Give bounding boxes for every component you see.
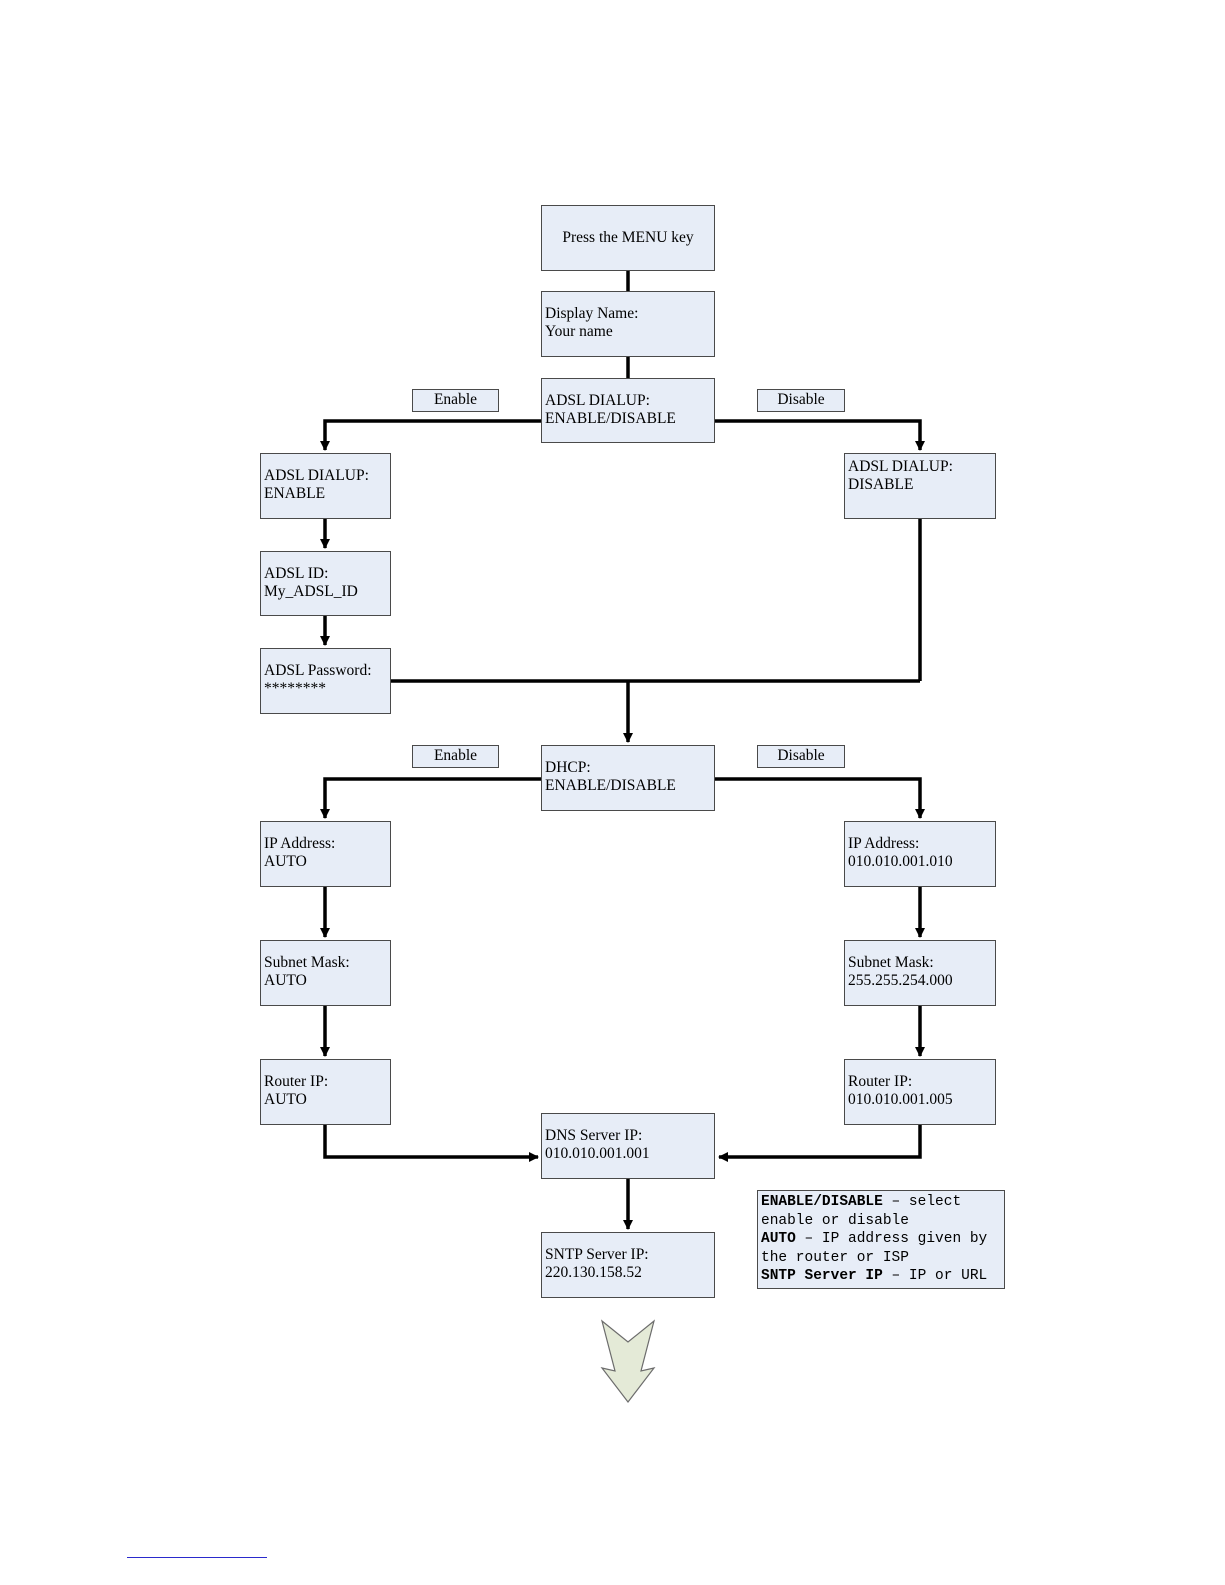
box-line-2: DISABLE [848,476,914,493]
label-dhcp-enable: Enable [412,745,499,768]
box-line-2: 010.010.001.010 [848,853,953,870]
box-line-2: My_ADSL_ID [264,583,358,600]
box-line-2: 220.130.158.52 [545,1264,642,1281]
connector-rt-static-dns [718,1125,922,1162]
box-line-1: ADSL Password: [264,662,372,679]
connector-dhcp-enable [320,777,542,819]
box-adsl-id: ADSL ID: My_ADSL_ID [260,551,391,616]
box-line-1: DHCP: [545,759,591,776]
box-line-2: ENABLE/DISABLE [545,410,676,427]
box-line-2: ENABLE/DISABLE [545,777,676,794]
box-line-2: ENABLE [264,485,326,502]
box-line-2: AUTO [264,853,307,870]
legend: ENABLE/DISABLE – select enable or disabl… [757,1190,1005,1289]
box-line-2: 010.010.001.005 [848,1091,953,1108]
box-line-1: ADSL DIALUP: [545,392,650,409]
legend-line: the router or ISP [761,1249,909,1266]
legend-term: AUTO [761,1231,796,1248]
box-press-menu-key: Press the MENU key [541,205,715,271]
box-line-2: 010.010.001.001 [545,1145,650,1162]
legend-term: ENABLE/DISABLE [761,1194,883,1210]
footer-link-underline[interactable] [127,1557,267,1558]
box-adsl-dialup: ADSL DIALUP: ENABLE/DISABLE [541,378,715,443]
legend-desc: – IP or URL [882,1268,988,1285]
box-adsl-dialup-enable: ADSL DIALUP: ENABLE [260,453,391,519]
legend-desc: – IP address given by [795,1231,988,1248]
box-text: Press the MENU key [562,229,694,246]
box-sntp-server-ip: SNTP Server IP: 220.130.158.52 [541,1232,715,1298]
box-line-1: IP Address: [848,835,920,852]
box-line-2: AUTO [264,1091,307,1108]
box-dhcp: DHCP: ENABLE/DISABLE [541,745,715,811]
box-subnet-mask-auto: Subnet Mask: AUTO [260,940,391,1006]
label-adsl-enable: Enable [412,389,499,412]
box-line-1: ADSL ID: [264,565,329,582]
connector-adsl-enable [320,419,542,451]
legend-term: SNTP Server IP [761,1268,883,1285]
box-router-ip-auto: Router IP: AUTO [260,1059,391,1125]
box-subnet-mask-static: Subnet Mask: 255.255.254.000 [844,940,996,1006]
box-line-2: 255.255.254.000 [848,972,953,989]
box-line-1: Display Name: [545,305,639,322]
box-line-1: DNS Server IP: [545,1127,643,1144]
box-dns-server-ip: DNS Server IP: 010.010.001.001 [541,1113,715,1179]
continue-arrow-icon [600,1319,656,1403]
box-line-1: SNTP Server IP: [545,1246,649,1263]
box-line-1: Subnet Mask: [848,954,934,971]
connector-rt-auto-dns [323,1125,539,1162]
connector-adsl-disable [715,419,925,451]
box-line-1: Router IP: [264,1073,329,1090]
box-line-1: Subnet Mask: [264,954,350,971]
legend-line: ENABLE/DISABLE – select [761,1193,1001,1212]
box-ip-address-auto: IP Address: AUTO [260,821,391,887]
box-line-2: ******** [264,680,326,697]
box-line-2: Your name [545,323,613,340]
box-display-name: Display Name: Your name [541,291,715,357]
box-router-ip-static: Router IP: 010.010.001.005 [844,1059,996,1125]
box-adsl-dialup-disable: ADSL DIALUP: DISABLE [844,453,996,519]
box-adsl-password: ADSL Password: ******** [260,648,391,714]
box-line-1: ADSL DIALUP: [264,467,369,484]
legend-line: enable or disable [761,1212,909,1229]
box-ip-address-static: IP Address: 010.010.001.010 [844,821,996,887]
label-adsl-disable: Disable [757,389,845,412]
box-line-1: IP Address: [264,835,336,852]
legend-line: AUTO – IP address given by [761,1230,1001,1249]
connector-dhcp-disable [715,777,925,819]
legend-desc: – select [882,1194,962,1210]
legend-line: SNTP Server IP – IP or URL [761,1267,1001,1286]
box-line-2: AUTO [264,972,307,989]
box-line-1: ADSL DIALUP: [848,458,953,475]
label-dhcp-disable: Disable [757,745,845,768]
box-line-1: Router IP: [848,1073,913,1090]
